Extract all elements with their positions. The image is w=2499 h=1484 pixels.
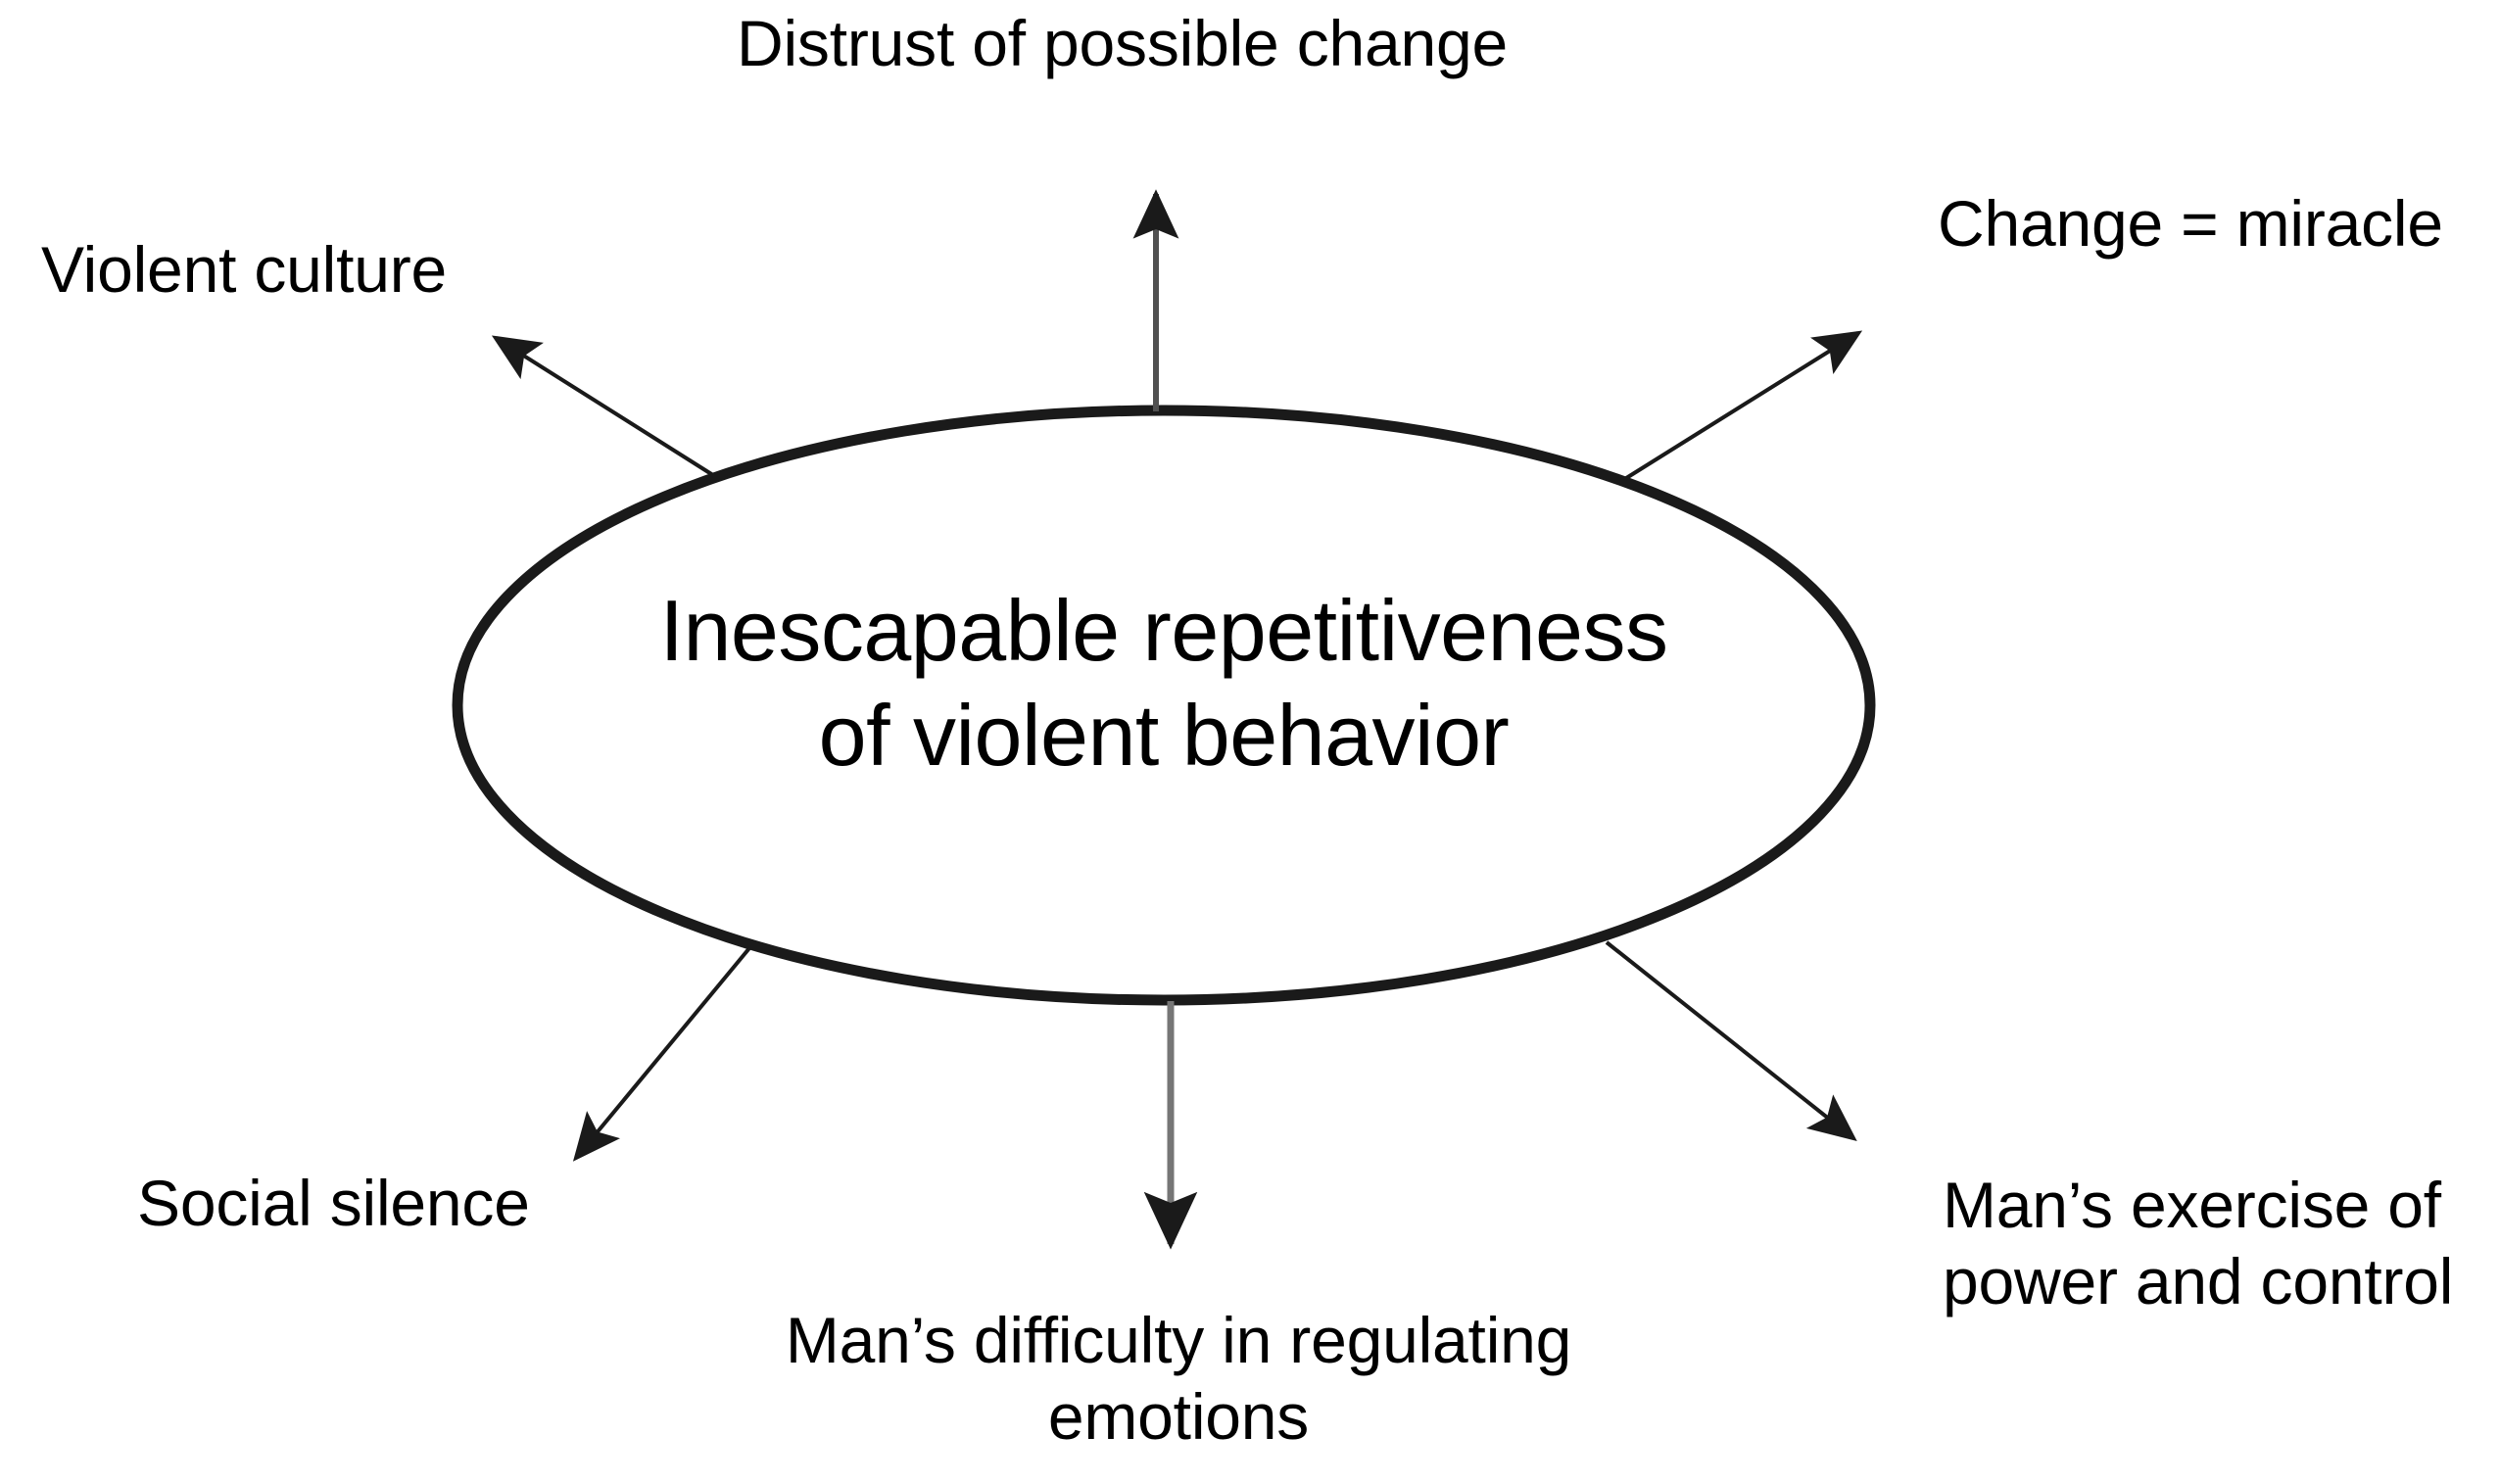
node-label-distrust: Distrust of possible change [737,7,1509,79]
arrow-power-control [1605,940,1857,1141]
arrow-social-silence [572,946,751,1162]
node-label-change-miracle: Change = miracle [1938,187,2443,260]
node-label-emotions: Man’s difficulty in regulating emotions [785,1304,1572,1453]
center-node-label: Inescapable repetitiveness of violent be… [659,582,1669,785]
arrow-violent-culture [491,335,718,479]
node-label-social-silence: Social silence [137,1167,530,1239]
arrow-change-miracle [1621,330,1863,482]
node-label-violent-culture: Violent culture [41,233,448,306]
center-ellipse [452,405,1876,1006]
node-label-power-control: Man’s exercise of power and control [1943,1169,2454,1317]
